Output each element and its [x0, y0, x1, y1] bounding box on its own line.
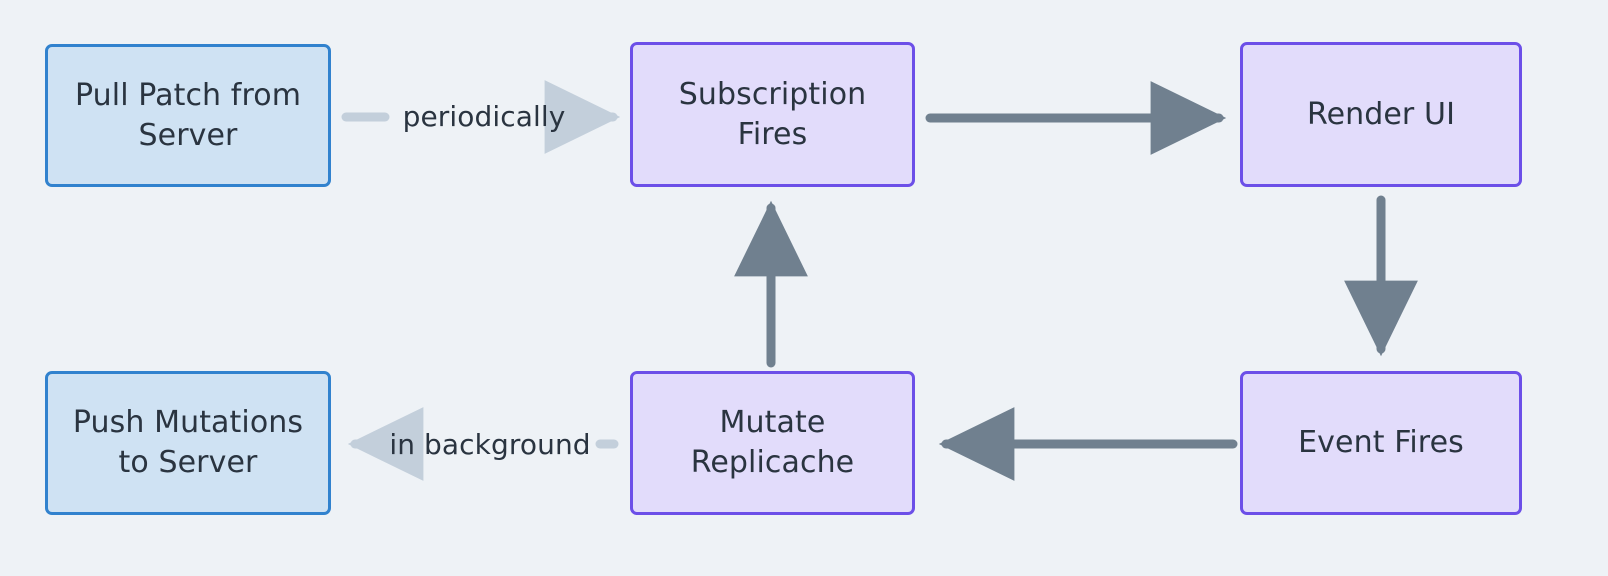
- node-render-ui[interactable]: Render UI: [1240, 42, 1522, 187]
- edge-label-in-background: in background: [389, 428, 591, 461]
- node-subscription-fires-label: Subscription Fires: [678, 76, 867, 152]
- edge-label-periodically: periodically: [402, 100, 566, 133]
- node-render-ui-label: Render UI: [1306, 96, 1456, 132]
- node-push-mutations-to-server[interactable]: Push Mutations to Server: [45, 371, 331, 515]
- node-subscription-fires[interactable]: Subscription Fires: [630, 42, 915, 187]
- node-pull-patch-from-server-label: Pull Patch from Server: [74, 77, 302, 153]
- node-mutate-replicache[interactable]: Mutate Replicache: [630, 371, 915, 515]
- node-mutate-replicache-label: Mutate Replicache: [690, 405, 855, 480]
- node-pull-patch-from-server[interactable]: Pull Patch from Server: [45, 44, 331, 187]
- node-push-mutations-to-server-label: Push Mutations to Server: [72, 405, 304, 480]
- node-event-fires-label: Event Fires: [1298, 425, 1464, 461]
- node-event-fires[interactable]: Event Fires: [1240, 371, 1522, 515]
